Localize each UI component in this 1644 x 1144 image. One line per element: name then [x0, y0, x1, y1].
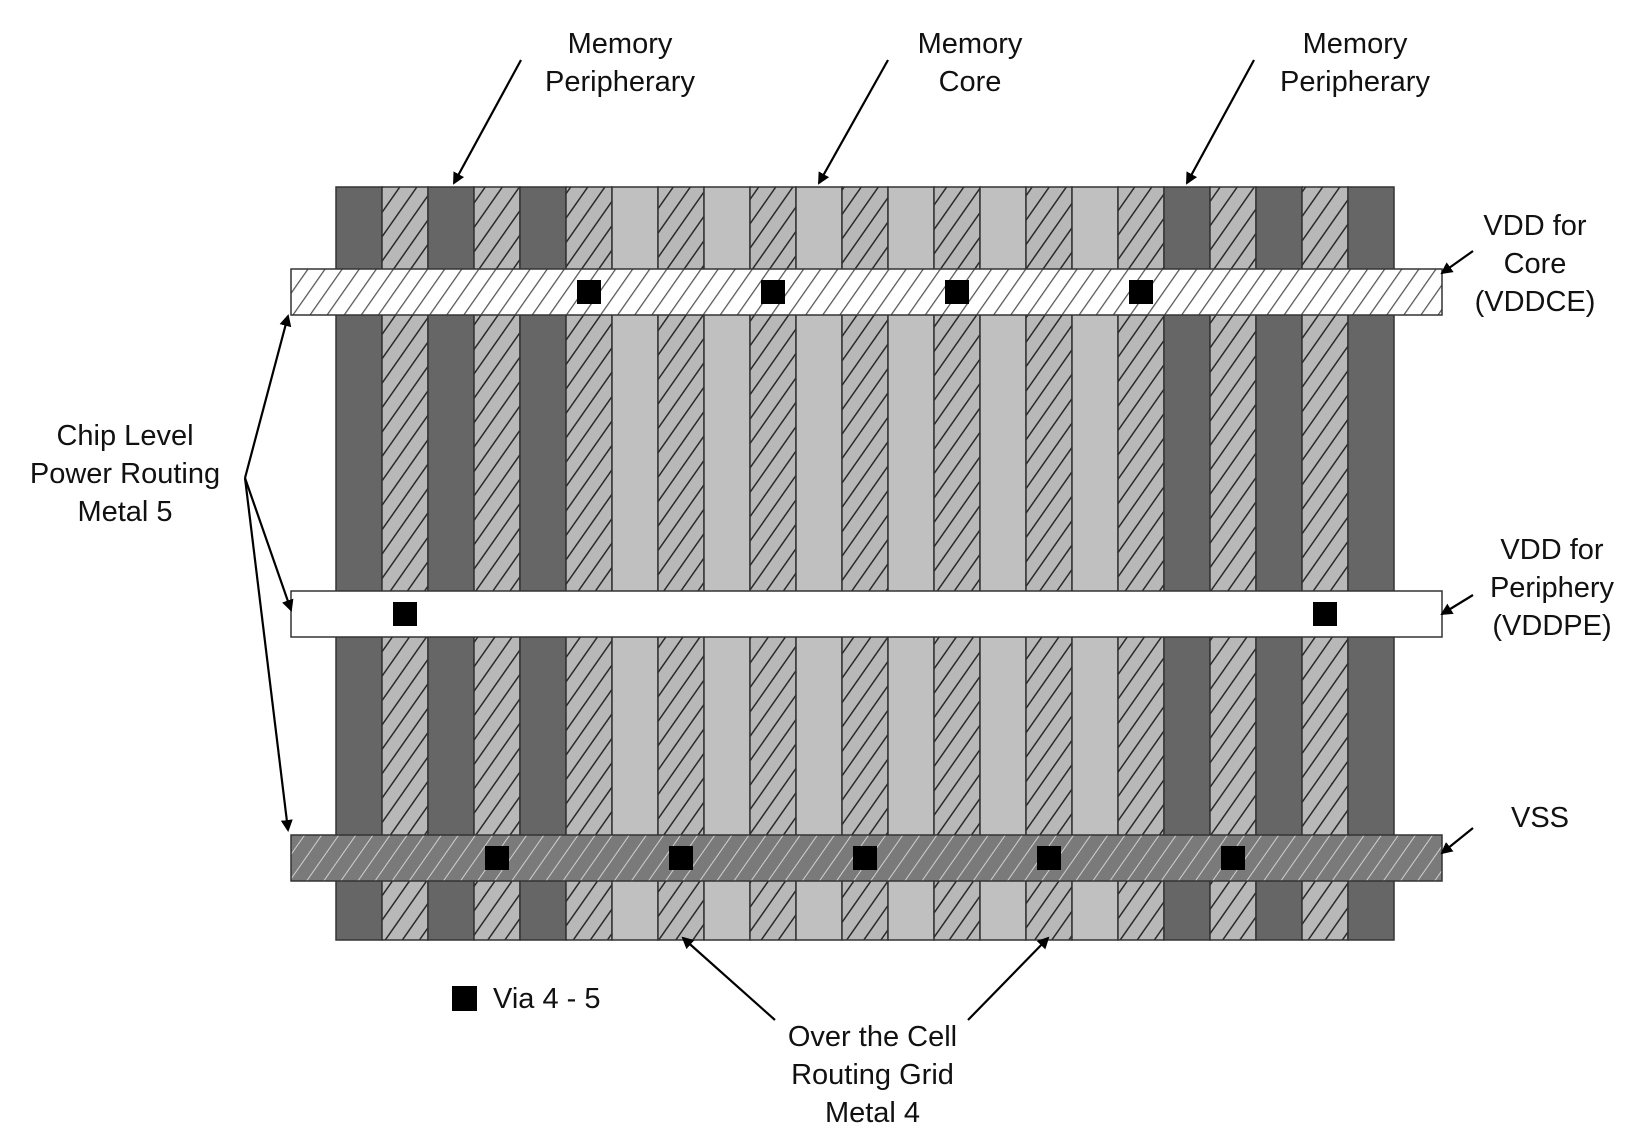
rail-vddce [290, 268, 1443, 316]
arrow-chip-level-to-vddpe [243, 477, 294, 612]
over-cell-line-2: Routing Grid [791, 1059, 954, 1091]
vddpe-line-1: VDD for [1500, 534, 1604, 566]
memory-core-line-2: Core [938, 66, 1002, 98]
chip-level-label: Chip Level Power Routing Metal 5 [10, 417, 240, 531]
vss-line: VSS [1510, 802, 1570, 834]
memory-periphery-left-label: Memory Peripherary [520, 25, 720, 101]
arrow-chip-level-to-vss [243, 477, 293, 832]
via-vss [1037, 846, 1061, 870]
memory-periphery-left-line-1: Memory [567, 28, 673, 60]
via-vddce [945, 280, 969, 304]
vddce-label: VDD for Core (VDDCE) [1440, 207, 1630, 321]
via-vddpe [1313, 602, 1337, 626]
arrow-memory-periphery-right [1186, 59, 1255, 185]
arrow-vddpe [1440, 594, 1474, 616]
arrow-vddce [1440, 250, 1474, 275]
arrow-over-cell-right [967, 936, 1050, 1021]
memory-periphery-right-line-2: Peripherary [1280, 66, 1430, 98]
via-vddce [1129, 280, 1153, 304]
via-vddce [577, 280, 601, 304]
via-vddce [761, 280, 785, 304]
vddce-line-3: (VDDCE) [1474, 286, 1596, 318]
vss-label: VSS [1480, 799, 1600, 837]
via-legend-icon [452, 986, 477, 1011]
memory-core-line-1: Memory [917, 28, 1023, 60]
arrow-vss [1440, 827, 1474, 855]
arrow-memory-core [818, 59, 889, 185]
memory-core-label: Memory Core [870, 25, 1070, 101]
via-legend-label: Via 4 - 5 [493, 980, 600, 1018]
arrow-over-cell-left [681, 936, 776, 1021]
chip-level-line-3: Metal 5 [77, 496, 173, 528]
memory-periphery-right-label: Memory Peripherary [1255, 25, 1455, 101]
via-vss [485, 846, 509, 870]
memory-periphery-right-line-1: Memory [1302, 28, 1408, 60]
chip-level-line-1: Chip Level [56, 420, 194, 452]
vddce-line-2: Core [1503, 248, 1567, 280]
via-vss [853, 846, 877, 870]
memory-periphery-left-line-2: Peripherary [545, 66, 695, 98]
arrow-memory-periphery-left [453, 59, 522, 185]
vddpe-line-2: Periphery [1489, 572, 1615, 604]
via-vddpe [393, 602, 417, 626]
arrow-chip-level-to-vddce [243, 314, 292, 479]
via-legend-text: Via 4 - 5 [493, 983, 601, 1015]
vddpe-line-3: (VDDPE) [1492, 610, 1612, 642]
rail-vddpe [290, 590, 1443, 638]
via-vss [669, 846, 693, 870]
over-cell-line-3: Metal 4 [824, 1097, 921, 1129]
vddpe-label: VDD for Periphery (VDDPE) [1460, 531, 1644, 645]
via-vss [1221, 846, 1245, 870]
arrow-group [243, 59, 1474, 1021]
vddce-line-1: VDD for [1483, 210, 1587, 242]
over-cell-line-1: Over the Cell [787, 1021, 958, 1053]
chip-level-line-2: Power Routing [29, 458, 221, 490]
over-cell-label: Over the Cell Routing Grid Metal 4 [760, 1018, 985, 1132]
